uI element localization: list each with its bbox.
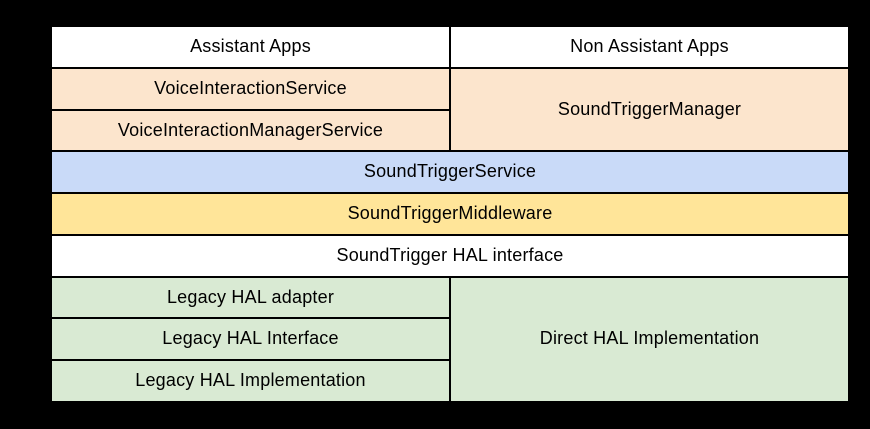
cell-direct-hal-implementation: Direct HAL Implementation [451,277,848,401]
cell-legacy-hal-adapter: Legacy HAL adapter [52,277,449,318]
cell-voice-interaction-manager-service: VoiceInteractionManagerService [52,110,449,151]
cell-legacy-hal-implementation: Legacy HAL Implementation [52,361,449,401]
cell-voice-interaction-service: VoiceInteractionService [52,68,449,109]
cell-soundtrigger-hal-interface: SoundTrigger HAL interface [52,235,848,276]
cell-sound-trigger-service: SoundTriggerService [52,152,848,193]
cell-sound-trigger-middleware: SoundTriggerMiddleware [52,194,848,234]
cell-assistant-apps: Assistant Apps [52,27,449,67]
cell-non-assistant-apps: Non Assistant Apps [451,27,848,67]
cell-legacy-hal-interface: Legacy HAL Interface [52,319,449,360]
soundtrigger-stack-diagram: Assistant Apps Non Assistant Apps VoiceI… [50,25,850,403]
cell-sound-trigger-manager: SoundTriggerManager [451,68,848,151]
